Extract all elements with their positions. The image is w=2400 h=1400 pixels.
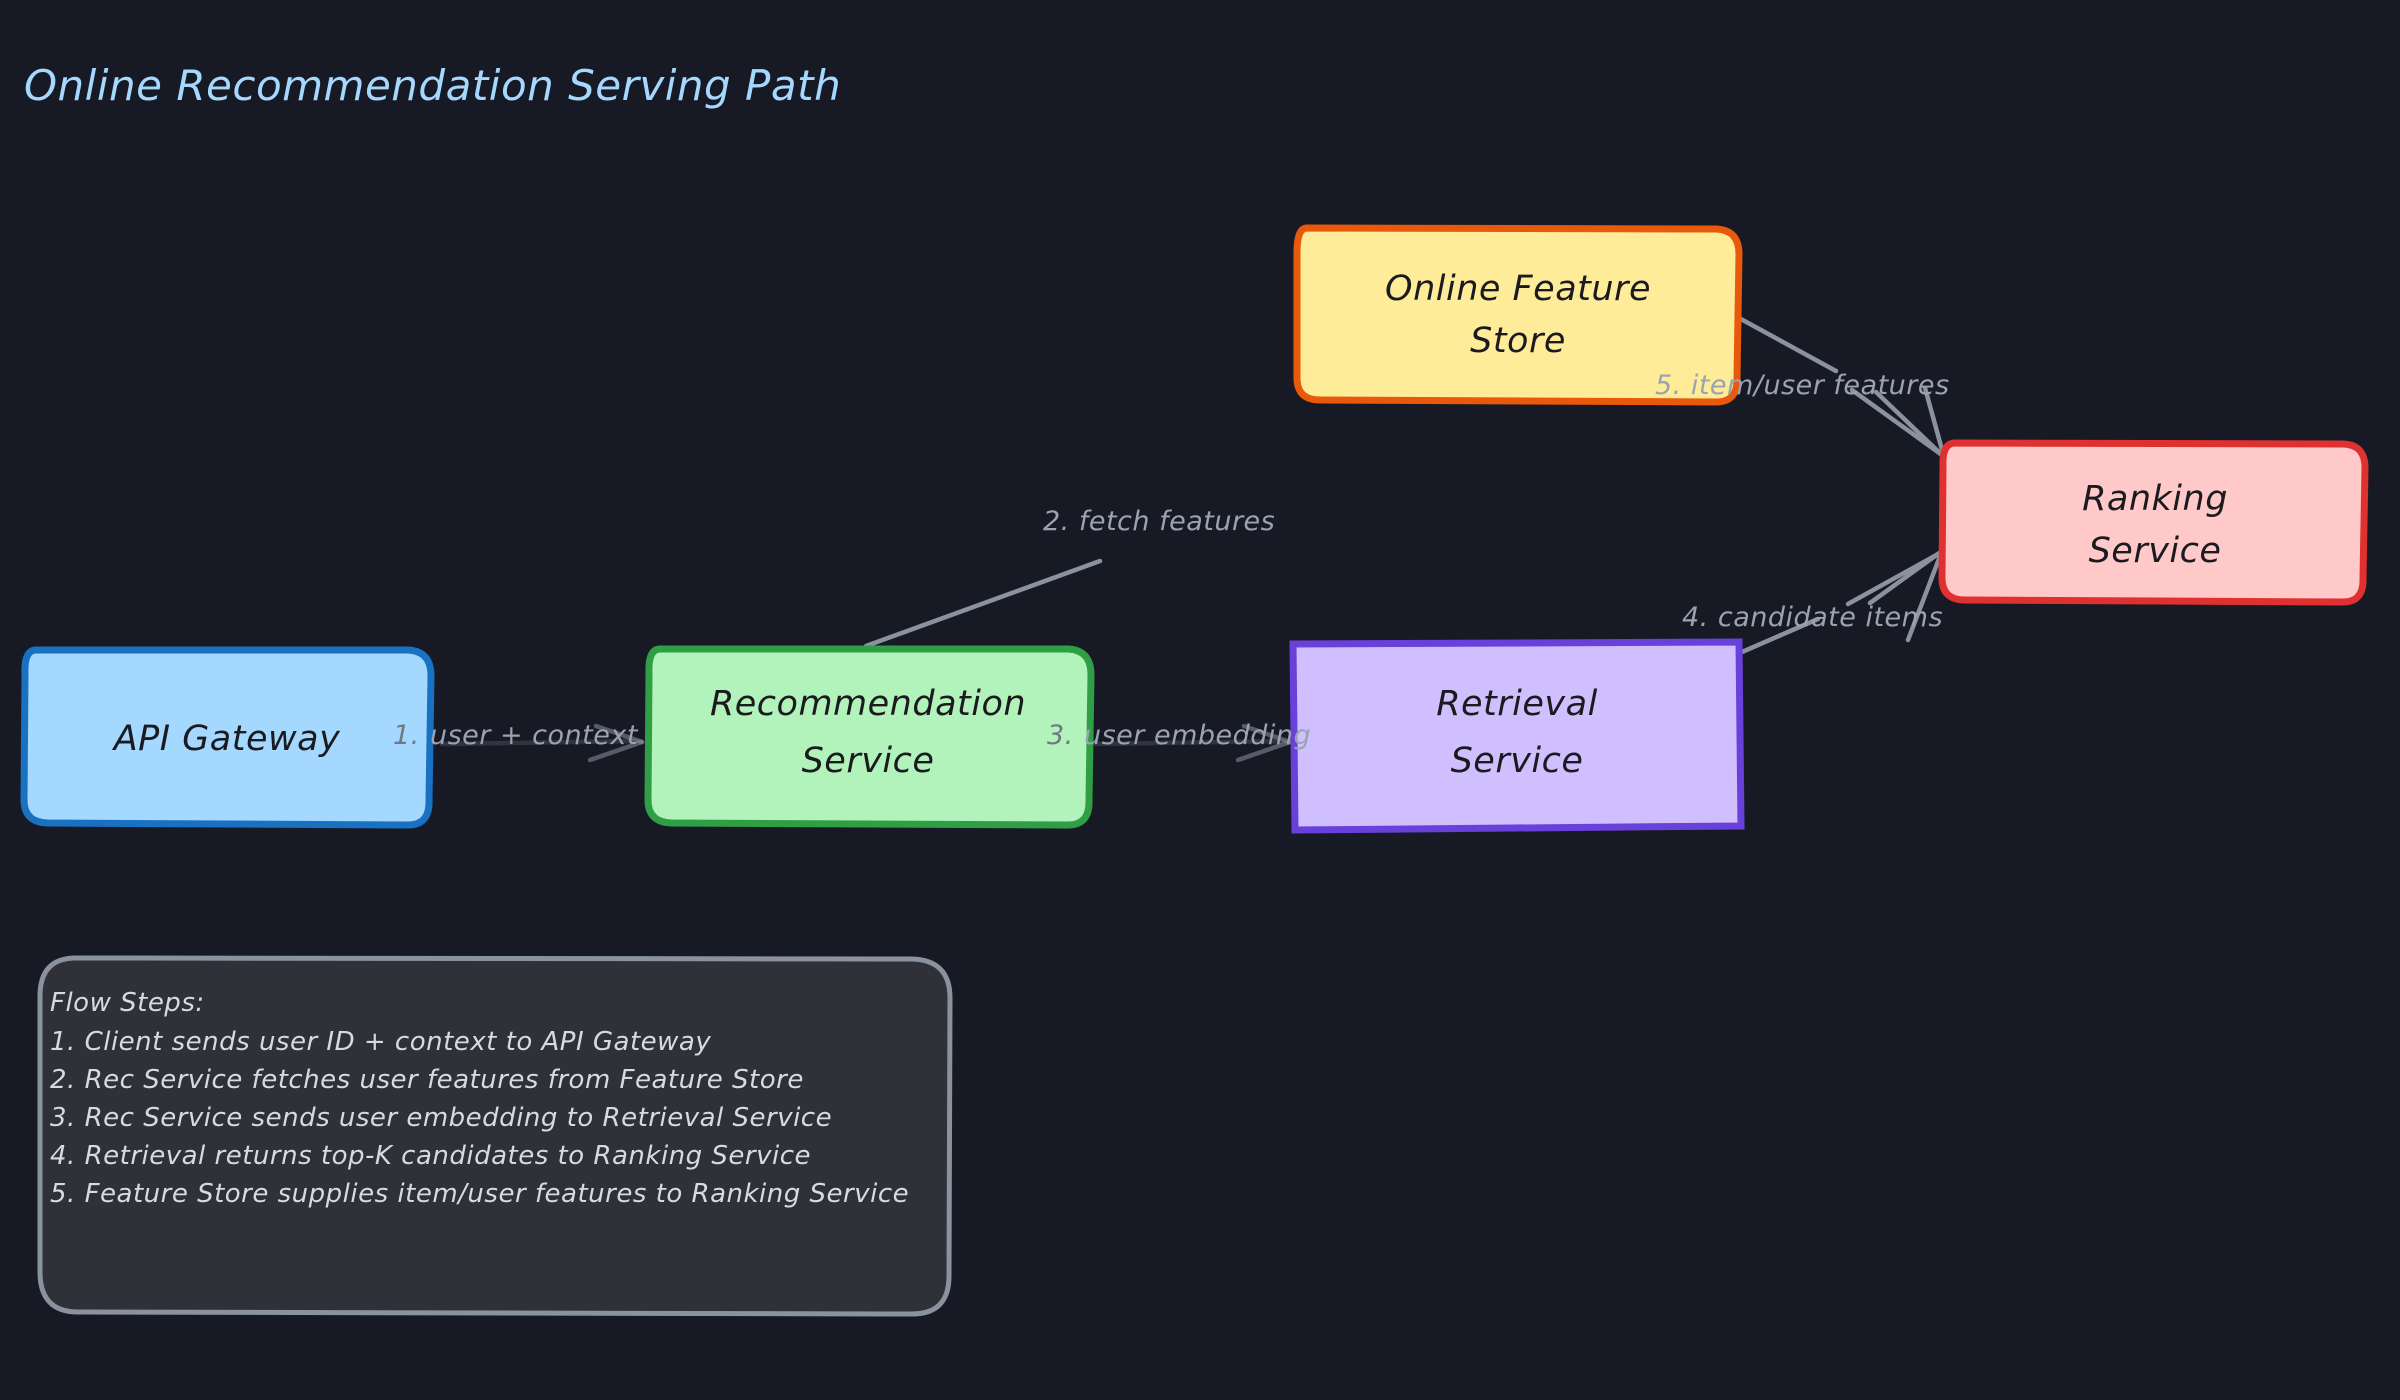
edge-2-label-group: 2. fetch features	[1043, 506, 1275, 537]
edge-3-user-embedding	[1089, 723, 1293, 763]
legend-step-4: 4. Retrieval returns top-K candidates to…	[50, 1141, 811, 1171]
node-api-gateway[interactable]: API Gateway	[20, 646, 435, 829]
retrieval-service-label-line1: Retrieval	[1436, 684, 1598, 724]
legend-panel-shape	[37, 955, 953, 1317]
page-title: Online Recommendation Serving Path	[24, 61, 841, 110]
retrieval-service-shape	[1289, 638, 1745, 834]
recommendation-service-shape	[644, 645, 1095, 829]
node-recommendation-service[interactable]: Recommendation Service	[644, 645, 1095, 829]
ranking-service-shape	[1938, 439, 2369, 606]
legend-panel: Flow Steps: 1. Client sends user ID + co…	[37, 955, 953, 1317]
recommendation-service-label-line1: Recommendation	[710, 684, 1026, 724]
edge-4-label: 4. candidate items	[1682, 602, 1943, 633]
online-feature-store-shape	[1293, 224, 1743, 406]
legend-step-1: 1. Client sends user ID + context to API…	[50, 1027, 711, 1057]
node-retrieval-service[interactable]: Retrieval Service	[1289, 638, 1745, 834]
edge-2-fetch-features	[863, 558, 1103, 649]
edge-3-label: user embedding	[1084, 720, 1311, 751]
edge-1-number: 1.	[393, 720, 420, 751]
edge-5-label-group: 5. item/user features	[1655, 370, 1950, 401]
legend-step-5: 5. Feature Store supplies item/user feat…	[50, 1179, 909, 1209]
legend-step-3: 3. Rec Service sends user embedding to R…	[50, 1103, 832, 1133]
edge-1-label: user + context	[430, 720, 639, 751]
api-gateway-shape	[20, 646, 435, 829]
edge-3-label-group: 3. user embedding	[1047, 720, 1311, 751]
ranking-service-label-line1: Ranking	[2082, 479, 2228, 519]
online-feature-store-label-line1: Online Feature	[1385, 269, 1651, 309]
edge-4-candidate-items	[1739, 548, 1945, 655]
edge-3-number: 3.	[1047, 720, 1074, 751]
online-feature-store-label-line2: Store	[1470, 321, 1566, 361]
ranking-service-label-line2: Service	[2089, 531, 2222, 571]
recommendation-service-label-line2: Service	[802, 741, 935, 781]
legend-heading: Flow Steps:	[50, 988, 205, 1018]
edge-5-item-user-features	[1725, 309, 1947, 460]
edge-4-label-group: 4. candidate items	[1682, 602, 1943, 633]
edge-1-user-context	[439, 723, 645, 763]
edge-5-label: 5. item/user features	[1655, 370, 1950, 401]
node-ranking-service[interactable]: Ranking Service	[1938, 439, 2369, 606]
api-gateway-label: API Gateway	[112, 719, 341, 759]
legend-step-2: 2. Rec Service fetches user features fro…	[50, 1065, 804, 1095]
edge-2-label: 2. fetch features	[1043, 506, 1275, 537]
edge-1-label-group: 1. user + context	[393, 720, 639, 751]
node-online-feature-store[interactable]: Online Feature Store	[1293, 224, 1743, 406]
retrieval-service-label-line2: Service	[1451, 741, 1584, 781]
